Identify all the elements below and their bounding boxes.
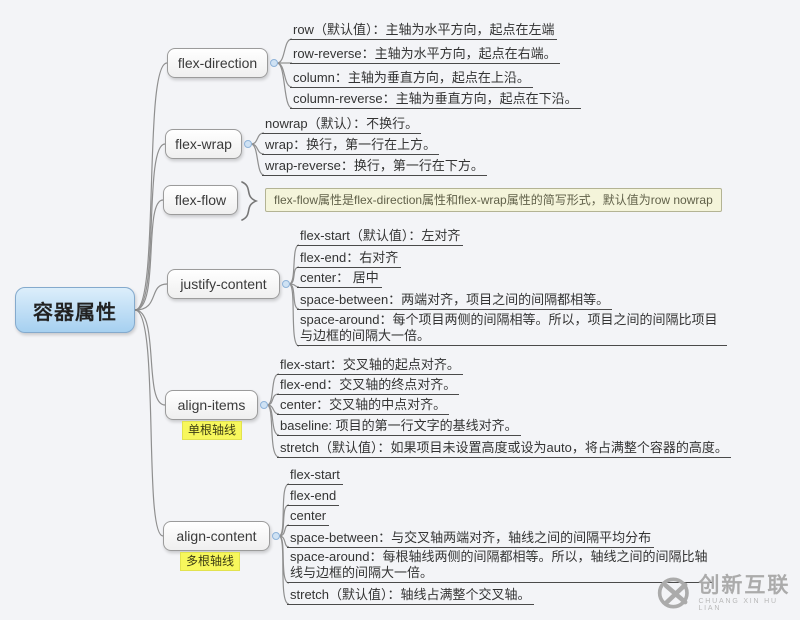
leaf-topic[interactable]: flex-end：右对齐 [297, 250, 402, 268]
leaf-topic[interactable]: flex-start（默认值）：左对齐 [297, 228, 464, 246]
leaf-topic[interactable]: row-reverse：主轴为水平方向，起点在右端。 [290, 46, 560, 64]
branch-topic-flex-flow[interactable]: flex-flow [163, 185, 238, 215]
leaf-topic[interactable]: space-around：每个项目两侧的间隔相等。所以，项目之间的间隔比项目与边… [297, 312, 727, 346]
leaf-topic[interactable]: space-between：两端对齐，项目之间的间隔都相等。 [297, 292, 613, 310]
leaf-topic[interactable]: column：主轴为垂直方向，起点在上沿。 [290, 70, 533, 88]
leaf-topic[interactable]: flex-start：交叉轴的起点对齐。 [277, 357, 463, 375]
tag-label: 单根轴线 [182, 421, 243, 440]
leaf-topic[interactable]: center [287, 508, 330, 526]
expand-dot[interactable] [260, 401, 268, 409]
brace-decoration [241, 181, 259, 221]
expand-dot[interactable] [244, 140, 252, 148]
note-topic-flex-flow[interactable]: flex-flow属性是flex-direction属性和flex-wrap属性… [265, 188, 722, 212]
leaf-topic[interactable]: row（默认值）：主轴为水平方向，起点在左端 [290, 22, 558, 40]
leaf-topic[interactable]: nowrap（默认）：不换行。 [262, 116, 422, 134]
expand-dot[interactable] [282, 280, 290, 288]
branch-topic-align-items[interactable]: align-items [165, 390, 258, 420]
leaf-topic[interactable]: space-around：每根轴线两侧的间隔都相等。所以，轴线之间的间隔比轴线与… [287, 549, 713, 583]
leaf-topic[interactable]: center：交叉轴的中点对齐。 [277, 397, 450, 415]
leaf-topic[interactable]: flex-start [287, 467, 343, 485]
leaf-topic[interactable]: stretch（默认值）：轴线占满整个交叉轴。 [287, 587, 534, 605]
watermark-name: 创新互联 [698, 573, 791, 597]
branch-topic-align-content[interactable]: align-content [163, 521, 270, 551]
leaf-topic[interactable]: flex-end：交叉轴的终点对齐。 [277, 377, 460, 395]
expand-dot[interactable] [272, 532, 280, 540]
branch-topic-justify-content[interactable]: justify-content [167, 269, 280, 299]
leaf-topic[interactable]: wrap：换行，第一行在上方。 [262, 137, 440, 155]
watermark-subtitle: CHUANG XIN HU LIAN [698, 597, 778, 612]
leaf-topic[interactable]: stretch（默认值）：如果项目未设置高度或设为auto，将占满整个容器的高度… [277, 440, 731, 458]
leaf-topic[interactable]: column-reverse：主轴为垂直方向，起点在下沿。 [290, 91, 581, 109]
watermark: 创新互联 CHUANG XIN HU LIAN [656, 574, 800, 612]
watermark-logo-icon [657, 577, 689, 609]
expand-dot[interactable] [270, 59, 278, 67]
leaf-topic[interactable]: wrap-reverse：换行，第一行在下方。 [262, 158, 487, 176]
root-topic[interactable]: 容器属性 [15, 287, 135, 333]
leaf-topic[interactable]: center： 居中 [297, 270, 382, 288]
branch-topic-flex-wrap[interactable]: flex-wrap [165, 129, 242, 159]
leaf-topic[interactable]: flex-end [287, 488, 340, 506]
leaf-topic[interactable]: space-between：与交叉轴两端对齐，轴线之间的间隔平均分布 [287, 530, 655, 548]
tag-label: 多根轴线 [180, 552, 241, 571]
leaf-topic[interactable]: baseline: 项目的第一行文字的基线对齐。 [277, 418, 521, 436]
branch-topic-flex-direction[interactable]: flex-direction [167, 48, 268, 78]
